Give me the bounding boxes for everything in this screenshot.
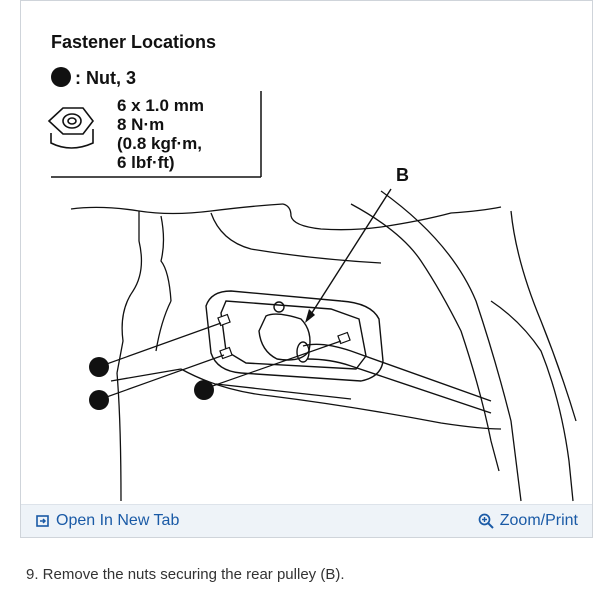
callout-b-leader	[307, 188, 392, 320]
spec-thread-size: 6 x 1.0 mm	[117, 96, 204, 115]
nut-marker-1-icon	[89, 357, 109, 377]
nut-marker-3-icon	[194, 380, 214, 400]
zoom-in-icon	[478, 513, 494, 529]
fastener-diagram: Fastener Locations : Nut, 3 6 x 1.0 mm 8…	[47, 32, 577, 502]
flange-nut-icon	[47, 107, 95, 149]
image-toolbar: Open In New Tab Zoom/Print	[21, 504, 592, 537]
callout-b-label: B	[396, 165, 409, 185]
figure-container: Fastener Locations : Nut, 3 6 x 1.0 mm 8…	[20, 0, 593, 538]
rear-pulley-assembly	[205, 290, 492, 414]
open-in-new-tab-label: Open In New Tab	[56, 512, 180, 529]
nut-bullet-icon	[51, 67, 71, 87]
open-in-new-tab-icon	[36, 515, 49, 527]
callout-b-arrowhead	[305, 309, 315, 323]
open-in-new-tab-link[interactable]: Open In New Tab	[36, 512, 179, 530]
vehicle-body-panel	[70, 190, 577, 502]
zoom-print-label: Zoom/Print	[499, 512, 578, 529]
spec-torque-kgfm: (0.8 kgf·m,	[117, 134, 202, 153]
spec-torque-lbfft: 6 lbf·ft)	[117, 153, 175, 172]
nut-leader-2	[100, 354, 225, 400]
nut-marker-2-icon	[89, 390, 109, 410]
spec-torque-nm: 8 N·m	[117, 115, 164, 134]
step-caption: 9. Remove the nuts securing the rear pul…	[26, 566, 345, 583]
nut-legend-label: : Nut, 3	[75, 68, 136, 88]
nut-leader-1	[100, 322, 222, 367]
diagram-title: Fastener Locations	[51, 32, 216, 52]
pulley-nuts	[217, 313, 351, 360]
zoom-print-link[interactable]: Zoom/Print	[478, 512, 578, 530]
nut-leader-3	[203, 340, 342, 390]
